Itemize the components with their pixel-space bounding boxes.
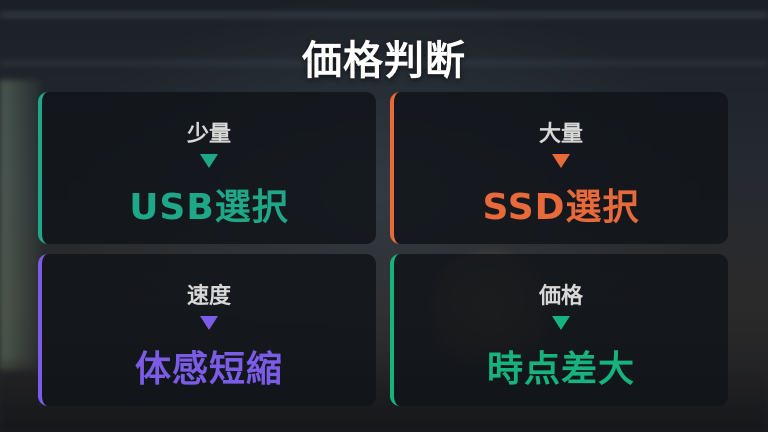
arrow-down-icon: [552, 316, 570, 330]
arrow-down-icon: [552, 154, 570, 168]
card-condition-label: 速度: [186, 284, 231, 309]
decision-card-large-volume: 大量 SSD選択: [390, 92, 728, 244]
card-condition-label: 価格: [538, 284, 583, 309]
arrow-down-icon: [200, 154, 218, 168]
background-beam: [0, 60, 768, 66]
arrow-down-icon: [200, 316, 218, 330]
card-result-label: 時点差大: [486, 349, 635, 390]
card-result-label: USB選択: [129, 187, 289, 228]
card-result-label: 体感短縮: [134, 349, 283, 390]
decision-card-small-volume: 少量 USB選択: [38, 92, 376, 244]
background-window: [0, 80, 40, 370]
card-result-label: SSD選択: [482, 187, 640, 228]
background-beam: [0, 12, 768, 18]
decision-card-speed: 速度 体感短縮: [38, 254, 376, 406]
card-condition-label: 大量: [538, 122, 583, 147]
card-condition-label: 少量: [186, 122, 231, 147]
decision-card-price: 価格 時点差大: [390, 254, 728, 406]
page-title: 価格判断: [302, 38, 466, 84]
